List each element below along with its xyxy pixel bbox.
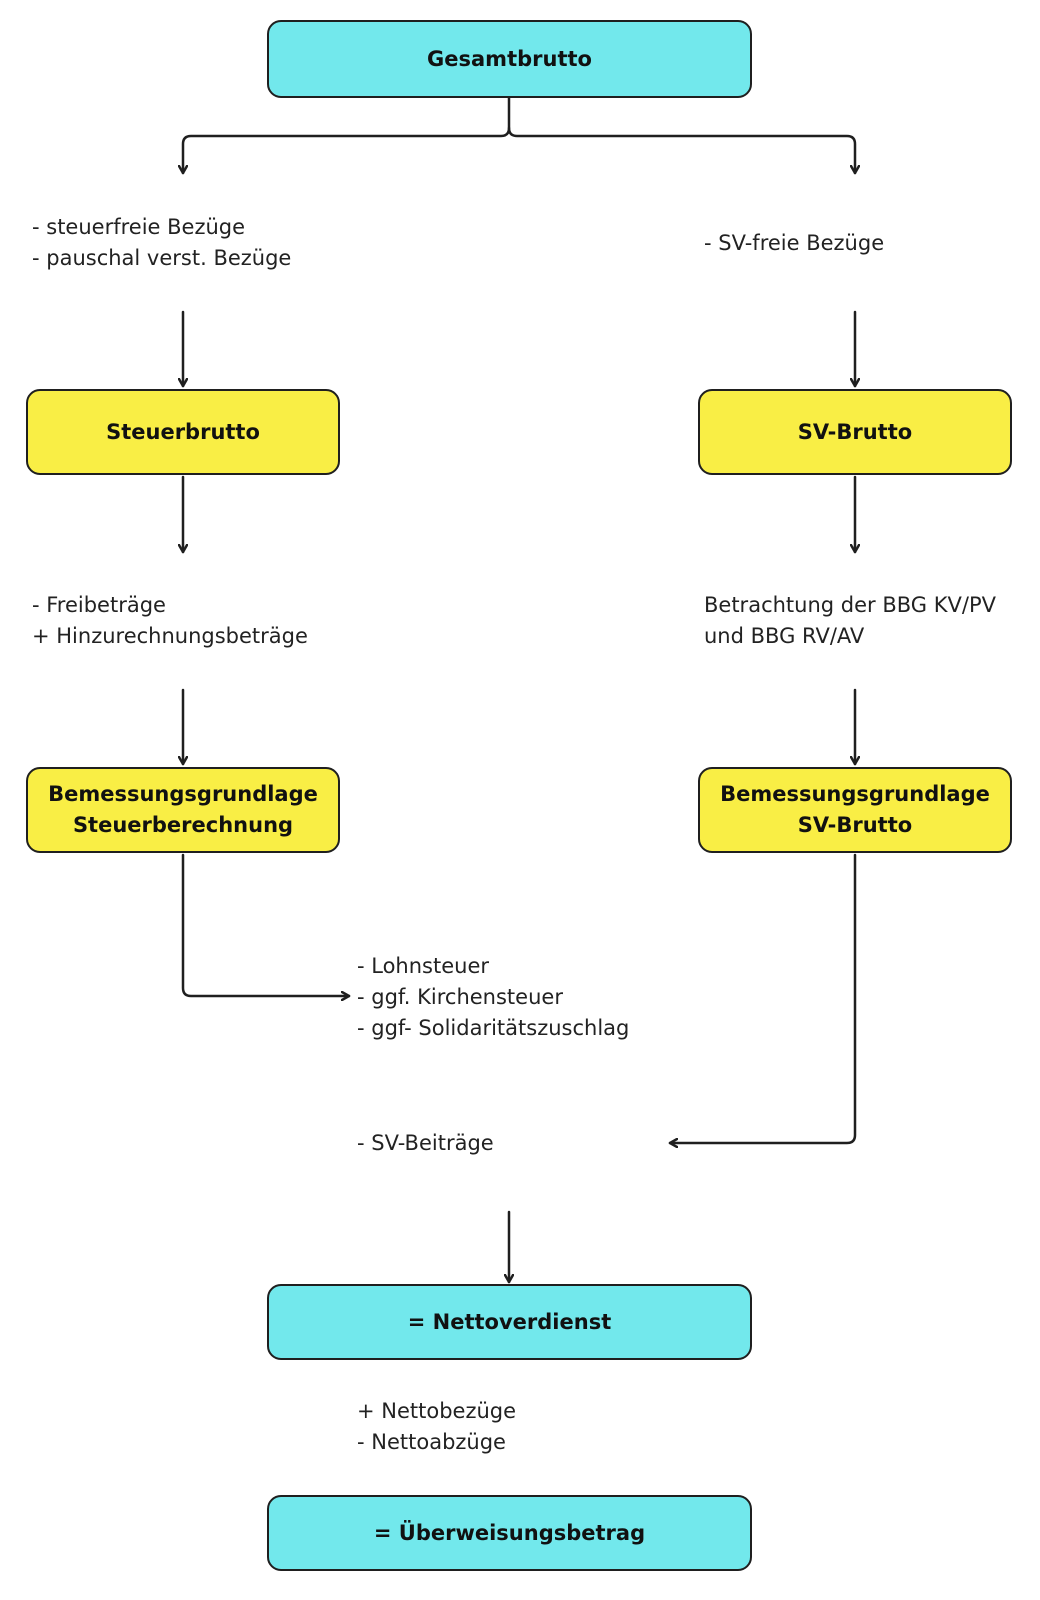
connector-gesamt-stem <box>183 96 511 175</box>
ueberweisungsbetrag-label: = Überweisungsbetrag <box>373 1520 646 1545</box>
note-sv-freie-bezuege: - SV-freie Bezüge <box>704 231 885 255</box>
gesamtbrutto-box: Gesamtbrutto <box>267 20 752 98</box>
note-sv-beitraege: - SV-Beiträge <box>357 1131 494 1155</box>
bemessungsgrundlage-steuer-label: Bemessungsgrundlage Steuerberechnung <box>48 782 318 837</box>
connector-bemessung-steuer-to-steuern <box>181 853 351 996</box>
bemessungsgrundlage-sv-box: Bemessungsgrundlage SV-Brutto <box>698 767 1012 853</box>
nettoverdienst-box: = Nettoverdienst <box>267 1284 752 1360</box>
connector-bemessung-sv-to-sv-beitraege <box>668 853 857 1143</box>
bemessungsgrundlage-steuer-box: Bemessungsgrundlage Steuerberechnung <box>26 767 340 853</box>
sv-brutto-box: SV-Brutto <box>698 389 1012 475</box>
note-bbg: Betrachtung der BBG KV/PV und BBG RV/AV <box>704 593 996 648</box>
note-steuern: - Lohnsteuer - ggf. Kirchensteuer - ggf-… <box>357 954 630 1040</box>
note-freibetraege: - Freibeträge + Hinzurechnungsbeträge <box>32 593 308 648</box>
connector-gesamt-right <box>507 126 855 175</box>
bemessungsgrundlage-sv-label: Bemessungsgrundlage SV-Brutto <box>720 782 990 837</box>
nettoverdienst-label: = Nettoverdienst <box>407 1309 612 1334</box>
note-steuerfreie-bezuege: - steuerfreie Bezüge - pauschal verst. B… <box>32 215 292 270</box>
steuerbrutto-label: Steuerbrutto <box>106 419 260 444</box>
ueberweisungsbetrag-box: = Überweisungsbetrag <box>267 1495 752 1571</box>
sv-brutto-label: SV-Brutto <box>797 419 913 444</box>
steuerbrutto-box: Steuerbrutto <box>26 389 340 475</box>
note-netto-bezuege-abzuege: + Nettobezüge - Nettoabzüge <box>357 1399 517 1454</box>
gesamtbrutto-label: Gesamtbrutto <box>427 46 592 71</box>
